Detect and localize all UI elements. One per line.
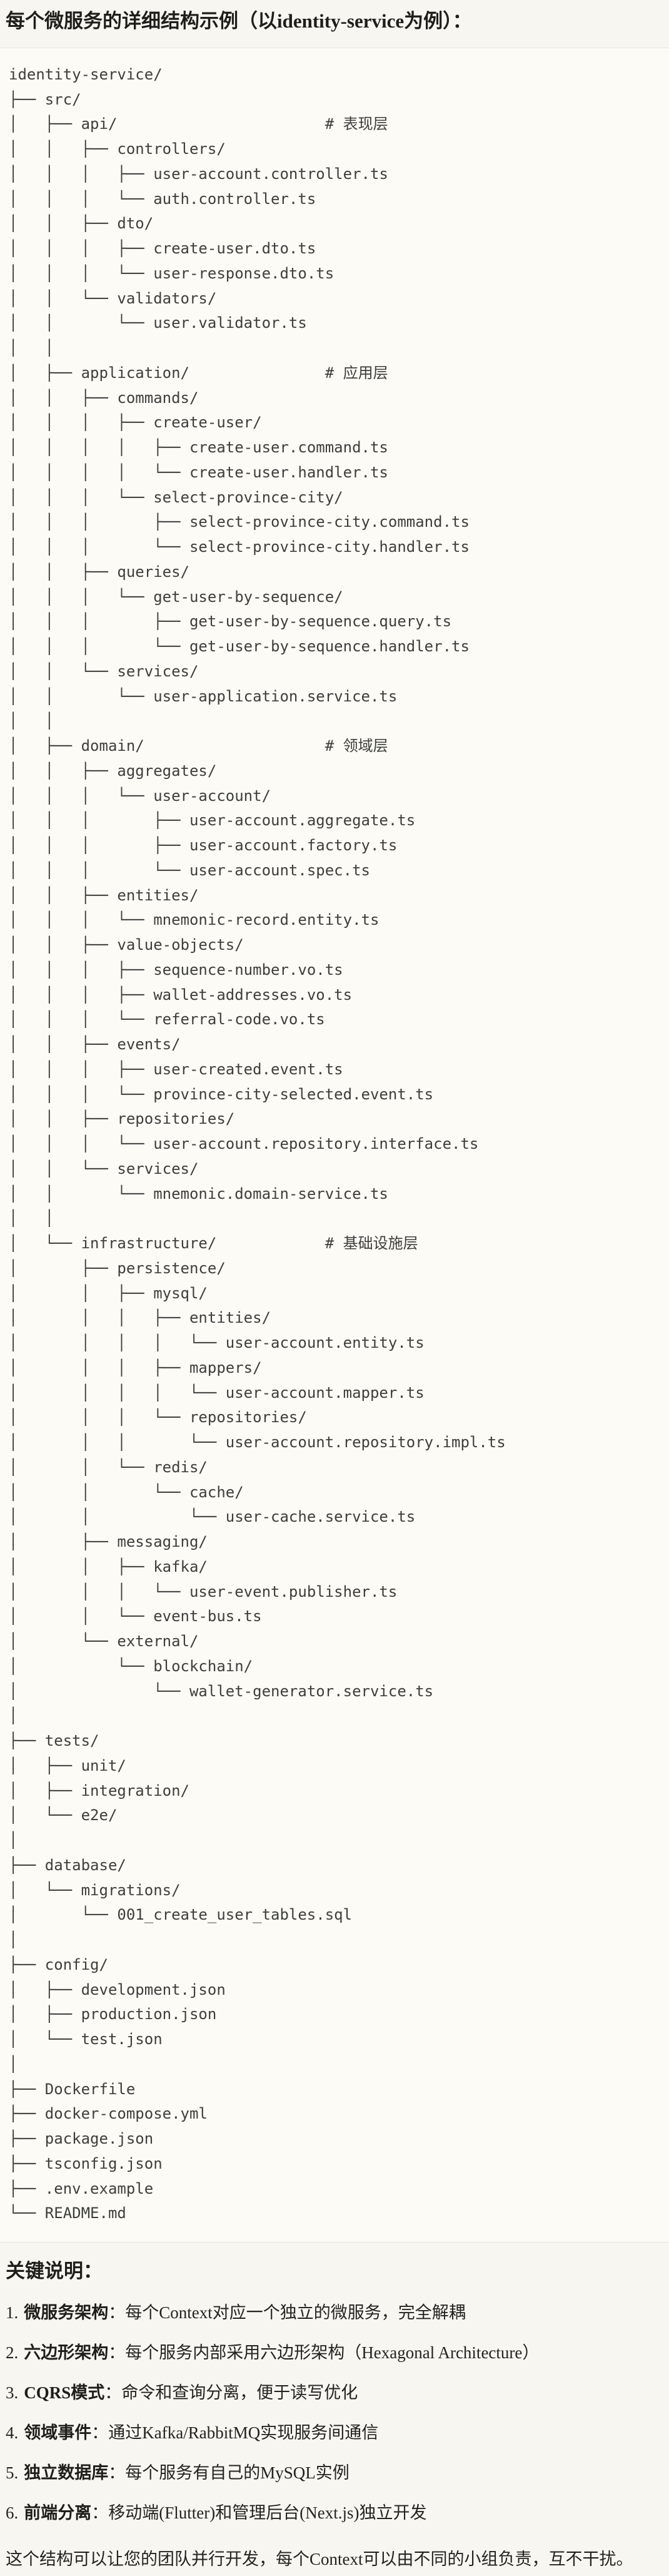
note-label: 微服务架构 (24, 2303, 109, 2323)
note-label: 前端分离 (24, 2503, 92, 2523)
note-number: 2. (6, 2343, 19, 2363)
note-label: 六边形架构 (24, 2343, 109, 2363)
note-text: ：每个服务有自己的MySQL实例 (108, 2463, 350, 2483)
note-number: 5. (6, 2463, 19, 2483)
notes-footer: 这个结构可以让您的团队并行开发，每个Context可以由不同的小组负责，互不干扰… (6, 2550, 633, 2569)
note-text: ：通过Kafka/RabbitMQ实现服务间通信 (91, 2423, 379, 2443)
note-item: 5.独立数据库：每个服务有自己的MySQL实例 (6, 2460, 661, 2485)
notes-heading: 关键说明： (6, 2260, 103, 2283)
note-label: 领域事件 (24, 2423, 92, 2443)
file-tree: identity-service/ ├── src/ │ ├── api/ # … (9, 65, 506, 2222)
code-block: identity-service/ ├── src/ │ ├── api/ # … (0, 47, 669, 2243)
note-label: 独立数据库 (24, 2463, 109, 2483)
note-item: 3.CQRS模式：命令和查询分离，便于读写优化 (6, 2380, 661, 2405)
note-label: CQRS模式 (24, 2383, 105, 2403)
note-text: ：命令和查询分离，便于读写优化 (104, 2383, 358, 2403)
note-item: 4.领域事件：通过Kafka/RabbitMQ实现服务间通信 (6, 2420, 661, 2445)
notes-section: 关键说明： 1.微服务架构：每个Context对应一个独立的微服务，完全解耦 2.… (0, 2243, 669, 2572)
note-text: ：每个Context对应一个独立的微服务，完全解耦 (108, 2303, 466, 2323)
note-item: 6.前端分离：移动端(Flutter)和管理后台(Next.js)独立开发 (6, 2500, 661, 2525)
note-item: 2.六边形架构：每个服务内部采用六边形架构（Hexagonal Architec… (6, 2340, 661, 2365)
note-text: ：移动端(Flutter)和管理后台(Next.js)独立开发 (91, 2503, 427, 2523)
note-text: ：每个服务内部采用六边形架构（Hexagonal Architecture） (108, 2343, 540, 2363)
note-number: 1. (6, 2303, 19, 2323)
note-number: 4. (6, 2423, 19, 2443)
note-number: 3. (6, 2383, 19, 2403)
note-number: 6. (6, 2503, 19, 2523)
note-item: 1.微服务架构：每个Context对应一个独立的微服务，完全解耦 (6, 2300, 661, 2325)
page-title: 每个微服务的详细结构示例（以identity-service为例）： (6, 10, 472, 32)
